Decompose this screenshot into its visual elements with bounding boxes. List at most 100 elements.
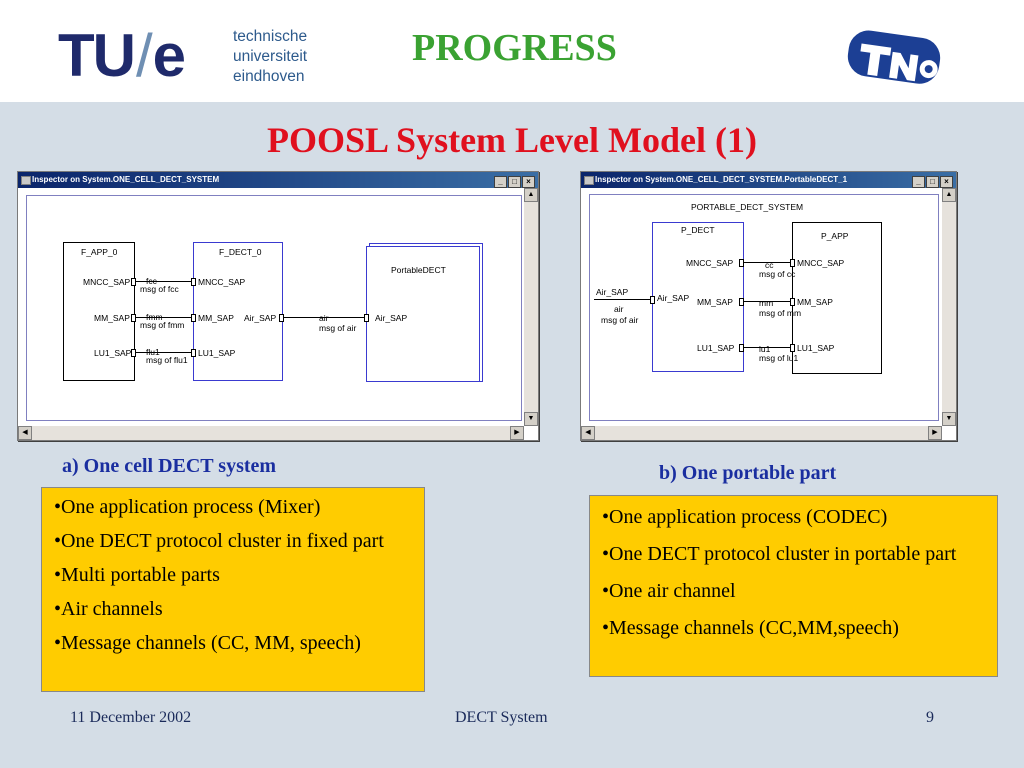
block-label: P_APP [821,231,849,241]
port-label: MNCC_SAP [797,258,845,268]
channel-label: air [319,313,329,323]
slide-title: POOSL System Level Model (1) [267,120,757,160]
port[interactable] [131,278,136,286]
channel-wire[interactable] [594,299,650,300]
channel-wire[interactable] [284,317,364,318]
summary-box-a: •One application process (Mixer) •One DE… [41,487,425,692]
list-item: •Message channels (CC, MM, speech) [54,632,361,654]
channel-wire[interactable] [136,281,191,282]
horizontal-scrollbar[interactable]: ◀ ▶ [581,426,942,440]
inspector-window-system[interactable]: Inspector on System.ONE_CELL_DECT_SYSTEM… [17,171,539,441]
tue-logo-slash: / [135,22,153,89]
channel-label: msg of fmm [140,320,185,330]
port-label: MM_SAP [797,297,833,307]
scroll-left-button[interactable]: ◀ [581,426,595,440]
vertical-scrollbar[interactable]: ▲ ▼ [942,188,956,426]
channel-label: fcc [146,276,157,286]
port[interactable] [739,344,744,352]
process-block-p-dect[interactable] [652,222,744,372]
port-label: Air_SAP [657,293,690,303]
process-block-f-app[interactable] [63,242,135,381]
vertical-scrollbar[interactable]: ▲ ▼ [524,188,538,426]
list-item: •Message channels (CC,MM,speech) [602,617,899,639]
port-label: LU1_SAP [697,343,735,353]
slide-header: TU/e technische universiteit eindhoven P… [0,0,1024,102]
system-label: PORTABLE_DECT_SYSTEM [691,202,804,212]
list-item: •One application process (Mixer) [54,496,321,518]
port-label: MNCC_SAP [83,277,131,287]
process-block-p-app[interactable] [792,222,882,374]
port[interactable] [790,259,795,267]
port-label: LU1_SAP [797,343,835,353]
channel-wire[interactable] [744,301,790,302]
minimize-button[interactable]: _ [494,176,507,188]
section-title: PROGRESS [412,27,617,69]
list-item: •One DECT protocol cluster in fixed part [54,530,384,552]
port[interactable] [364,314,369,322]
port[interactable] [131,349,136,357]
scroll-right-button[interactable]: ▶ [928,426,942,440]
port[interactable] [650,296,655,304]
tue-subtitle: technische universiteit eindhoven [233,27,307,87]
channel-wire[interactable] [744,262,790,263]
block-label: F_APP_0 [81,247,118,257]
port[interactable] [191,278,196,286]
window-app-icon [584,176,594,185]
close-button[interactable]: × [940,176,953,188]
channel-label: msg of air [601,315,639,325]
inspector-window-portable[interactable]: Inspector on System.ONE_CELL_DECT_SYSTEM… [580,171,957,441]
scroll-left-button[interactable]: ◀ [18,426,32,440]
window-title-bar[interactable]: Inspector on System.ONE_CELL_DECT_SYSTEM… [581,172,956,188]
horizontal-scrollbar[interactable]: ◀ ▶ [18,426,524,440]
port[interactable] [739,298,744,306]
channel-label: msg of air [319,323,357,333]
minimize-button[interactable]: _ [912,176,925,188]
port[interactable] [131,314,136,322]
window-title-bar[interactable]: Inspector on System.ONE_CELL_DECT_SYSTEM… [18,172,538,188]
port-label: MM_SAP [94,313,130,323]
port-label: MM_SAP [198,313,234,323]
window-title: Inspector on System.ONE_CELL_DECT_SYSTEM [32,175,220,184]
tue-logo: TU/e [58,26,186,86]
port-label: Air_SAP [375,313,408,323]
scroll-down-button[interactable]: ▼ [942,412,956,426]
tue-subtitle-line: universiteit [233,48,308,65]
channel-wire[interactable] [136,352,191,353]
tno-logo [838,12,948,102]
caption-a: a) One cell DECT system [62,455,277,477]
channel-wire[interactable] [136,317,191,318]
port-label: Air_SAP [596,287,629,297]
tue-subtitle-line: eindhoven [233,68,305,85]
caption-b: b) One portable part [659,462,837,484]
scroll-right-button[interactable]: ▶ [510,426,524,440]
scroll-up-button[interactable]: ▲ [942,188,956,202]
summary-box-b: •One application process (CODEC) •One DE… [589,495,998,677]
port[interactable] [790,298,795,306]
process-block-portable-dect[interactable] [366,246,480,382]
port[interactable] [191,314,196,322]
window-title: Inspector on System.ONE_CELL_DECT_SYSTEM… [595,175,848,184]
channel-label: msg of flu1 [146,355,188,365]
tue-logo-e: e [152,22,186,89]
channel-wire[interactable] [744,347,790,348]
scroll-down-button[interactable]: ▼ [524,412,538,426]
port[interactable] [191,349,196,357]
tno-logo-icon [847,30,941,84]
channel-label: msg of cc [759,269,796,279]
process-block-f-dect[interactable] [193,242,283,381]
channel-label: lu1 [759,344,771,354]
block-label: P_DECT [681,225,715,235]
port[interactable] [790,344,795,352]
close-button[interactable]: × [522,176,535,188]
channel-label: mm [759,298,774,308]
channel-label: msg of lu1 [759,353,799,363]
port-label: MNCC_SAP [198,277,246,287]
maximize-button[interactable]: □ [926,176,939,188]
port-label: Air_SAP [244,313,277,323]
port[interactable] [279,314,284,322]
footer-topic: DECT System [455,709,548,726]
port[interactable] [739,259,744,267]
list-item: •One application process (CODEC) [602,506,888,528]
maximize-button[interactable]: □ [508,176,521,188]
scroll-up-button[interactable]: ▲ [524,188,538,202]
